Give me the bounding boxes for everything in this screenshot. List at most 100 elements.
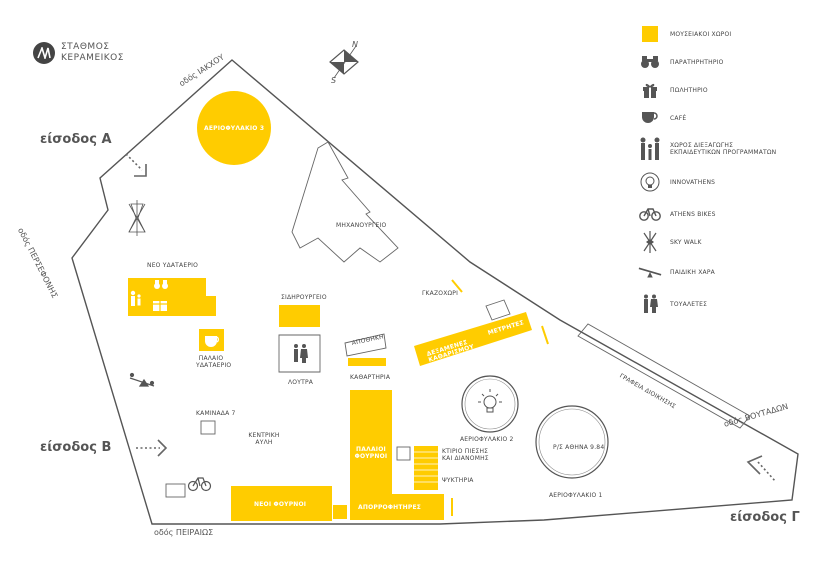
old-furnaces-label: ΠΑΛΑΙΟΙ ΦΟΥΡΝΟΙ: [352, 446, 390, 460]
legend-label-shop: ΠΩΛΗΤΗΡΙΟ: [670, 86, 708, 94]
old-furnaces-label-1: ΠΑΛΑΙΟΙ: [356, 446, 386, 453]
new-water-tank-building[interactable]: [128, 278, 216, 316]
old-water-tank-label: ΠΑΛΑΙΟ ΥΔΑΤΑΕΡΙΟ: [196, 355, 232, 369]
legend-row-toilets: ΤΟΥΑΛΕΤΕΣ: [638, 294, 707, 314]
legend-row-skywalk: SKY WALK: [638, 231, 702, 253]
skywalk-tower-icon: [638, 231, 662, 253]
radio-station-label: Ρ/Σ ΑΘΗΝΑ 9.84: [553, 444, 605, 451]
old-water-tank-label-2: ΥΔΑΤΑΕΡΙΟ: [196, 362, 232, 369]
compass-south-label: S: [331, 76, 337, 85]
coolers-label: ΨΥΚΤΗΡΙΑ: [442, 477, 474, 484]
legend-row-education: ΧΩΡΟΣ ΔΙΕΞΑΓΩΓΗΣ ΕΚΠΑΙΔΕΥΤΙΚΩΝ ΠΡΟΓΡΑΜΜΑ…: [638, 136, 776, 162]
workshop-label: ΜΗΧΑΝΟΥΡΓΕΙΟ: [336, 222, 387, 229]
old-furnaces-building[interactable]: [350, 390, 444, 520]
street-peiraios: οδός ΠΕΙΡΑΙΩΣ: [154, 528, 214, 537]
binoculars-icon: [638, 52, 662, 72]
station-name-line2: ΚΕΡΑΜΕΙΚΟΣ: [61, 53, 124, 63]
skywalk-tower-icon[interactable]: [128, 200, 146, 236]
family-icon: [638, 136, 662, 162]
gazochori-marker: [451, 279, 463, 293]
new-furnaces-label: ΝΕΟΙ ΦΟΥΡΝΟΙ: [254, 501, 307, 508]
central-yard-label-2: ΑΥΛΗ: [255, 439, 273, 446]
baths-toilets-icon: [294, 344, 308, 363]
gift-icon: [638, 80, 662, 100]
legend-label-bikes: ATHENS BIKES: [670, 210, 716, 218]
gas-cleaners-building[interactable]: [414, 312, 532, 366]
cleaning-label: ΚΑΘΑΡΤΗΡΙΑ: [350, 374, 391, 381]
station-name: ΣΤΑΘΜΟΣ ΚΕΡΑΜΕΙΚΟΣ: [61, 42, 124, 64]
storehouse-building[interactable]: [344, 333, 387, 357]
legend-label-education-2: ΕΚΠΑΙΔΕΥΤΙΚΩΝ ΠΡΟΓΡΑΜΜΑΤΩΝ: [670, 149, 777, 156]
station-name-line1: ΣΤΑΘΜΟΣ: [61, 42, 110, 52]
legend-row-innovathens: INNOVATHENS: [638, 172, 715, 192]
legend-label-skywalk: SKY WALK: [670, 238, 702, 246]
old-furnaces-label-2: ΦΟΥΡΝΟΙ: [354, 453, 388, 460]
old-water-tank-coffee-icon: [205, 336, 219, 347]
baths-building[interactable]: [278, 334, 321, 373]
innovathens-lightbulb-icon: [478, 389, 502, 413]
legend-row-bikes: ATHENS BIKES: [638, 204, 716, 224]
pressure-building-label-2: ΚΑΙ ΔΙΑΝΟΜΗΣ: [442, 455, 489, 462]
bike-shed: [165, 483, 186, 498]
entrance-b-arrow: [136, 439, 168, 457]
playground-seesaw-icon[interactable]: [129, 372, 155, 387]
cleaning-building[interactable]: [348, 358, 386, 366]
central-yard-label-1: ΚΕΝΤΡΙΚΗ: [248, 432, 280, 439]
offices-building[interactable]: [577, 323, 751, 429]
legend-label-observatory: ΠΑΡΑΤΗΡΗΤΗΡΙΟ: [670, 58, 724, 66]
entrance-b-label[interactable]: είσοδος Β: [40, 440, 112, 455]
meters-marker: [541, 325, 549, 345]
legend-label-museum: ΜΟΥΣΕΙΑΚΟΙ ΧΩΡΟΙ: [670, 30, 732, 38]
gasholder-3-label: ΑΕΡΙΟΦΥΛΑΚΙΟ 3: [204, 125, 265, 132]
entrance-a-arrow: [125, 153, 147, 177]
ironworks-label: ΣΙΔΗΡΟΥΡΓΕΙΟ: [281, 294, 327, 301]
central-yard-label: ΚΕΝΤΡΙΚΗ ΑΥΛΗ: [246, 432, 282, 446]
compass-icon: [329, 45, 359, 79]
entrance-g-arrow: [746, 455, 777, 483]
chimney-7[interactable]: [200, 420, 216, 435]
metro-station-logo: ΣΤΑΘΜΟΣ ΚΕΡΑΜΕΙΚΟΣ: [33, 42, 124, 64]
pressure-building[interactable]: [414, 446, 438, 490]
entrance-a-label[interactable]: είσοδος Α: [40, 132, 112, 147]
new-water-tank-gift-icon-lines: [153, 301, 167, 311]
gasholder-3[interactable]: [197, 91, 271, 165]
legend-label-education-1: ΧΩΡΟΣ ΔΙΕΞΑΓΩΓΗΣ: [670, 142, 734, 149]
chimney-label: ΚΑΜΙΝΑΔΑ 7: [196, 410, 236, 417]
bicycle-icon[interactable]: [187, 477, 212, 492]
meters-annex: [485, 299, 511, 321]
gasholder-1[interactable]: [535, 405, 609, 479]
gasholder-2-label: ΑΕΡΙΟΦΥΛΑΚΙΟ 2: [460, 436, 514, 443]
legend-label-playground: ΠΑΙΔΙΚΗ ΧΑΡΑ: [670, 268, 715, 276]
gazochori-label: ΓΚΑΖΟΧΩΡΙ: [422, 290, 459, 297]
pressure-annex: [396, 446, 411, 461]
legend-row-shop: ΠΩΛΗΤΗΡΙΟ: [638, 80, 708, 100]
legend-label-innovathens: INNOVATHENS: [670, 178, 716, 186]
workshop-building[interactable]: [291, 141, 399, 263]
legend-row-playground: ΠΑΙΔΙΚΗ ΧΑΡΑ: [638, 262, 715, 282]
metro-logo-icon: [33, 42, 55, 64]
new-water-tank-family-icon: [130, 290, 141, 306]
gasholder-2[interactable]: [461, 375, 519, 433]
compass-north-label: N: [352, 40, 358, 49]
legend-label-education: ΧΩΡΟΣ ΔΙΕΞΑΓΩΓΗΣ ΕΚΠΑΙΔΕΥΤΙΚΩΝ ΠΡΟΓΡΑΜΜΑ…: [670, 142, 776, 156]
lightbulb-icon: [638, 172, 662, 192]
absorbers-label: ΑΠΟΡΡΟΦΗΤΗΡΕΣ: [358, 504, 422, 511]
pressure-building-label-1: ΚΤΙΡΙΟ ΠΙΕΣΗΣ: [442, 448, 489, 455]
legend-row-cafe: CAFÉ: [638, 108, 686, 128]
coffee-cup-icon: [638, 108, 662, 128]
pressure-building-lines: [414, 451, 438, 483]
entrance-g-label[interactable]: είσοδος Γ: [730, 510, 800, 525]
new-water-tank-label: ΝΕΟ ΥΔΑΤΑΕΡΙΟ: [147, 262, 199, 269]
gasholder-2-inner: [464, 378, 516, 430]
legend-label-cafe: CAFÉ: [670, 114, 687, 122]
new-furnaces-building[interactable]: [231, 486, 332, 521]
site-boundary: [71, 59, 799, 525]
legend-row-museum: ΜΟΥΣΕΙΑΚΟΙ ΧΩΡΟΙ: [638, 24, 731, 44]
ironworks-building[interactable]: [279, 305, 320, 327]
pressure-building-label: ΚΤΙΡΙΟ ΠΙΕΣΗΣ ΚΑΙ ΔΙΑΝΟΜΗΣ: [442, 448, 489, 462]
old-water-tank-label-1: ΠΑΛΑΙΟ: [198, 355, 224, 362]
gasholder-1-label: ΑΕΡΙΟΦΥΛΑΚΙΟ 1: [549, 492, 603, 499]
gasholder-1-inner: [538, 408, 606, 476]
small-yellow-box: [333, 505, 347, 519]
